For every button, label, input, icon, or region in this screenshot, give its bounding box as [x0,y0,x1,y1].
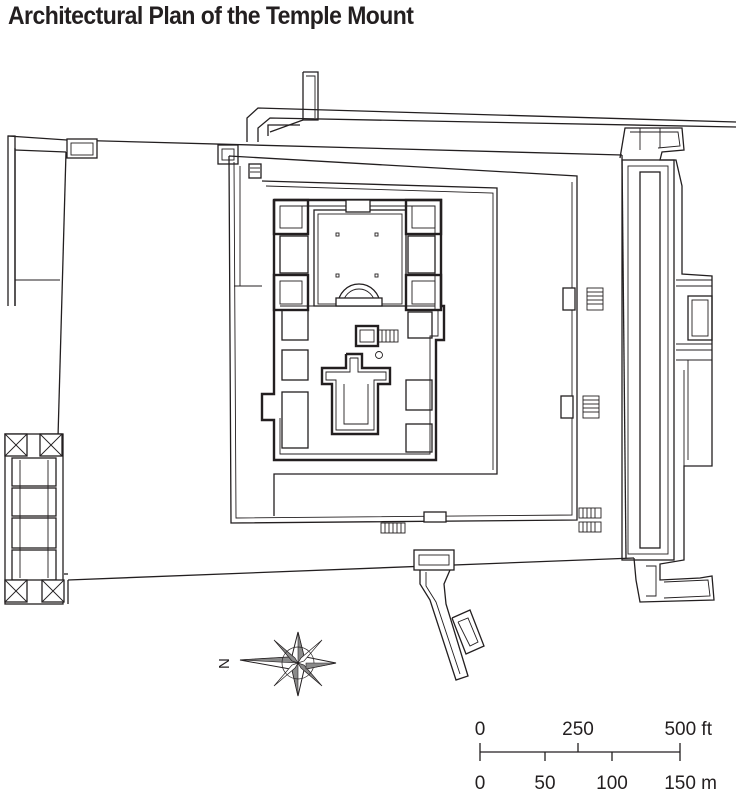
inner-court [228,155,604,534]
east-portico [619,127,715,603]
scale-ft-label-250: 250 [562,719,594,740]
outer-enclosure [7,71,736,581]
scale-m-label-100: 100 [596,773,628,791]
bridge [413,549,485,681]
west-towers [4,433,69,605]
sanctuary [260,198,446,462]
compass-rose-icon [239,631,337,697]
scale-m-label-150: 150 m [664,773,717,791]
scale-m-label-50: 50 [534,773,555,791]
scale-ft-label-0: 0 [475,719,486,740]
scale-m-label-0: 0 [475,773,486,791]
page-title: Architectural Plan of the Temple Mount [8,2,414,30]
north-label: N [216,658,233,669]
scale-ft-label-500: 500 ft [664,719,712,740]
scale-bar [479,743,681,761]
